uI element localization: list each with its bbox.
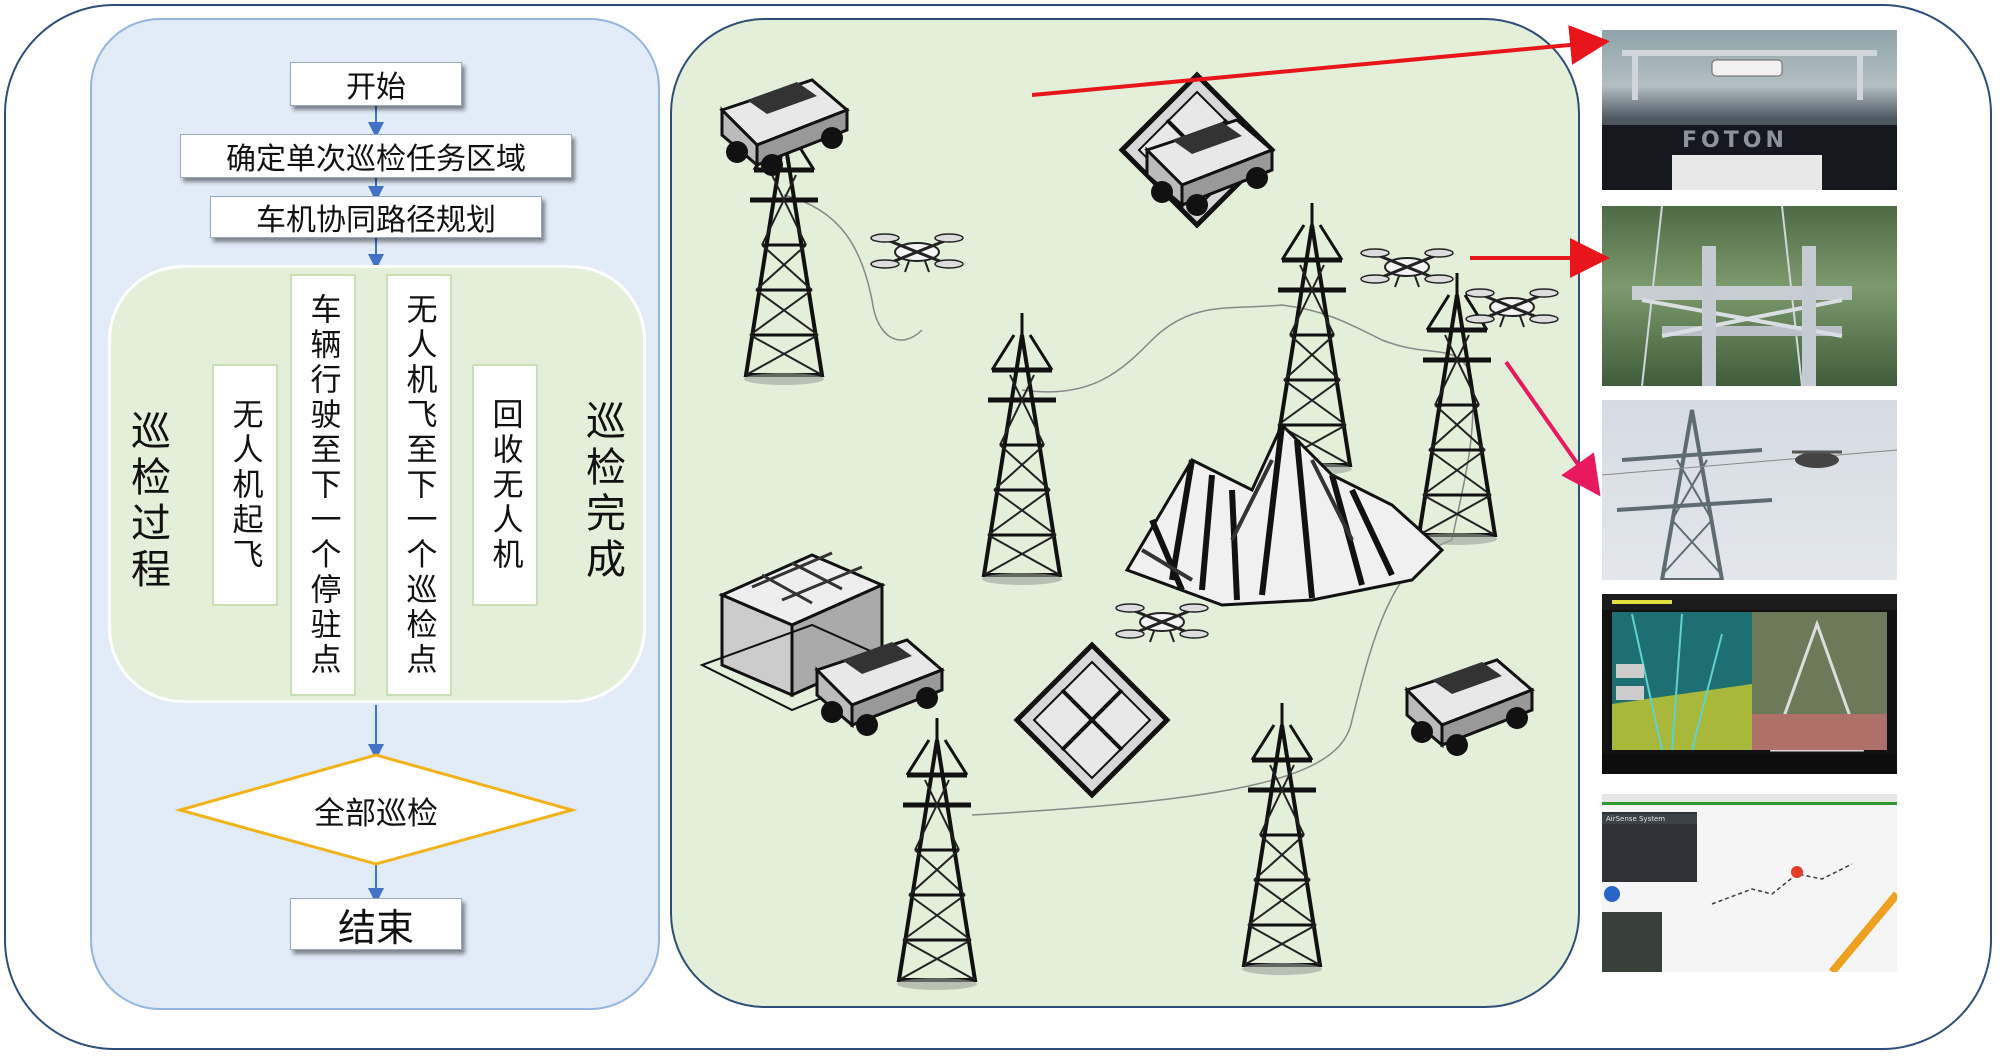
- decision-label: 全部巡检: [180, 780, 572, 840]
- end-label: 结束: [338, 897, 414, 952]
- photo-route-map-app: AirSense System: [1602, 794, 1897, 972]
- loop-step-recover-drone: 回收无人机: [472, 364, 538, 606]
- inspection-scene: [672, 20, 1580, 1008]
- loop-complete-label: 巡检完成: [573, 400, 631, 584]
- transmission-tower: [1417, 273, 1497, 545]
- step-define-area-label: 确定单次巡检任务区域: [226, 134, 526, 178]
- inspection-scene-panel: [670, 18, 1580, 1008]
- step-path-planning: 车机协同路径规划: [210, 196, 542, 238]
- transmission-tower: [897, 718, 977, 990]
- end-box: 结束: [290, 898, 462, 950]
- truck-brand-text: FOTON: [1682, 128, 1788, 153]
- inspection-drone: [1466, 289, 1558, 327]
- step-define-area: 确定单次巡检任务区域: [180, 134, 572, 178]
- step-path-planning-label: 车机协同路径规划: [256, 195, 496, 239]
- transmission-tower: [982, 313, 1062, 585]
- inspection-loop-panel: [108, 265, 646, 703]
- inspection-vehicle: [722, 80, 847, 176]
- photo-tower-close-up: [1602, 206, 1897, 386]
- landing-pad: [1017, 645, 1167, 795]
- app-title: AirSense System: [1606, 815, 1665, 823]
- loop-process-label: 巡检过程: [118, 410, 176, 594]
- loop-step-vehicle-drive: 车辆行驶至下一个停驻点: [290, 274, 356, 696]
- inspection-drone: [1116, 604, 1208, 642]
- start-box: 开始: [290, 62, 462, 106]
- inspection-drone: [1361, 249, 1453, 287]
- photo-inspection-app-screen: [1602, 594, 1897, 774]
- inspection-vehicle: [1407, 660, 1532, 756]
- mountain-illustration: [1127, 425, 1442, 605]
- photo-drone-on-truck: FOTON: [1602, 30, 1897, 190]
- inspection-drone: [871, 234, 963, 272]
- loop-step-drone-takeoff: 无人机起飞: [212, 364, 278, 606]
- loop-step-drone-fly: 无人机飞至下一个巡检点: [386, 274, 452, 696]
- photo-drone-near-tower: [1602, 400, 1897, 580]
- start-label: 开始: [346, 62, 406, 106]
- transmission-tower: [1242, 703, 1322, 975]
